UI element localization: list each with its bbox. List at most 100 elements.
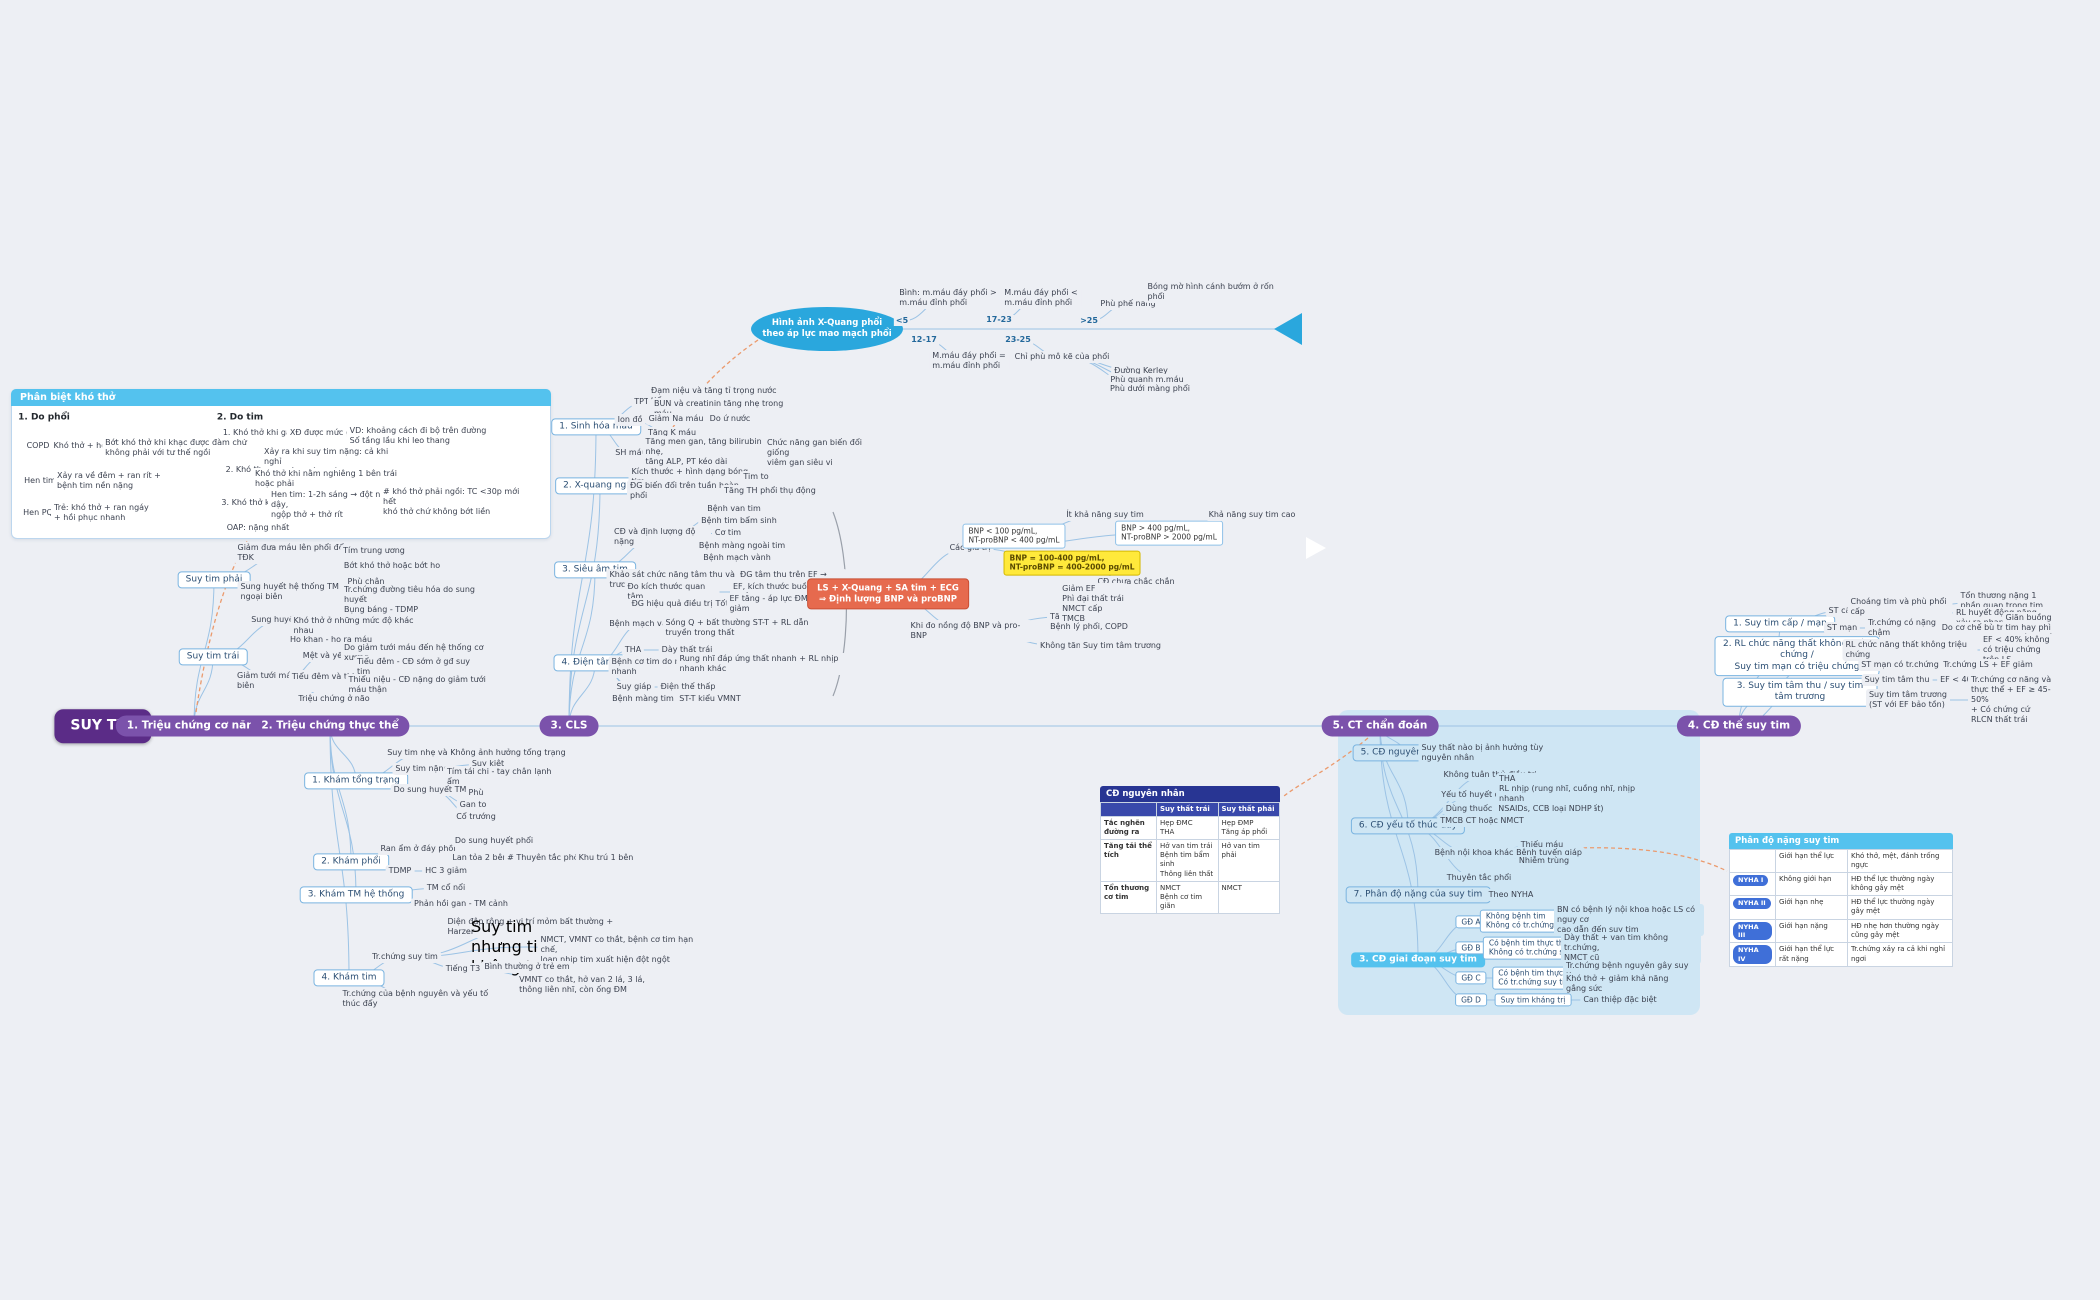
s2-cold[interactable]: Tím tái chi - tay chân lạnh ẩm (444, 766, 564, 788)
stage-a[interactable]: GĐ A (1455, 915, 1487, 929)
t-asympt-def[interactable]: RL chức năng thất không triệu chứng (1842, 639, 1978, 661)
c-cad-echo[interactable]: Bệnh mạch vành (700, 552, 774, 564)
s2-tdmp[interactable]: TDMP (385, 865, 415, 877)
c-st-vmnt[interactable]: ST-T kiểu VMNT (676, 693, 744, 705)
c-iondo[interactable]: Ion đồ (614, 414, 646, 426)
s2-bilateral[interactable]: Lan tỏa 2 bên (449, 852, 511, 864)
stage-c-note2[interactable]: Khó thở + giảm khả năng gắng sức (1563, 973, 1693, 995)
c-hepatitis-like[interactable]: Chức năng gan biến đổi giống viêm gan si… (764, 437, 884, 469)
bnp-measure[interactable]: Khi đo nồng độ BNP và pro-BNP (907, 620, 1033, 642)
s2-veins[interactable]: 3. Khám TM hệ thống (299, 886, 413, 904)
s2-ganto[interactable]: Gan to (456, 799, 490, 811)
fx-equal[interactable]: M.máu đáy phổi = m.máu đỉnh phổi (929, 350, 1009, 372)
c-low-voltage[interactable]: Điện thế thấp (657, 681, 719, 693)
t-compensation[interactable]: Do cơ chế bù trừ (1938, 622, 2012, 634)
bnp-high-result[interactable]: Khả năng suy tim cao (1205, 509, 1299, 521)
t-acute-chronic[interactable]: 1. Suy tim cấp / mạn (1725, 615, 1835, 633)
s2-hjr[interactable]: Phản hồi gan - TM cảnh (411, 898, 511, 910)
s2-severe[interactable]: Suy tim nặng (392, 763, 452, 775)
bnp-mid[interactable]: BNP = 100-400 pg/mL, NT-proBNP = 400-200… (1003, 550, 1141, 576)
db-oap[interactable]: OAP: nặng nhất (223, 522, 293, 534)
fish[interactable]: Hình ảnh X-Quang phổi theo áp lực mao mạ… (751, 307, 903, 351)
s2-heart[interactable]: 4. Khám tim (313, 969, 385, 987)
stage-b-note[interactable]: Dày thất + van tim không tr.chứng, NMCT … (1561, 932, 1701, 964)
fx-interstitial[interactable]: Chỉ phù mô kẽ của phổi (1011, 351, 1113, 363)
bnp-increase-pulm[interactable]: Bệnh lý phổi, COPD (1047, 621, 1131, 633)
c-hypona[interactable]: Giảm Na máu (645, 413, 707, 425)
fx-butterfly[interactable]: Bóng mờ hình cánh bướm ở rốn phổi (1144, 281, 1280, 303)
s2-rales[interactable]: Ran ẩm ở đáy phổi (377, 843, 459, 855)
m3[interactable]: 3. CLS (539, 715, 599, 737)
db-asthma-note[interactable]: Trẻ: khó thở + ran ngáy + hồi phục nhanh (51, 502, 161, 524)
s1-fatigue[interactable]: Mệt và yếu (299, 650, 351, 662)
s2-phu[interactable]: Phù (465, 787, 487, 799)
db-copd[interactable]: COPD (23, 440, 53, 452)
stage-d-def[interactable]: Suy tim kháng trị (1494, 993, 1572, 1007)
bnp-no-increase[interactable]: Không tăng (1036, 640, 1090, 652)
s1-left[interactable]: Suy tim trái (178, 648, 248, 666)
s2-hc3giam[interactable]: HC 3 giảm (422, 865, 470, 877)
pf-drugs[interactable]: Dùng thuốc (1442, 803, 1496, 815)
c-pericarditis[interactable]: Bệnh màng tim (609, 693, 677, 705)
db-cardiac-asthma-note[interactable]: Xảy ra về đêm + ran rít + bệnh tim nền n… (54, 470, 174, 492)
s2-t3[interactable]: Tiếng T3 (442, 963, 484, 975)
s1-oliguria[interactable]: Thiểu niệu - CĐ nặng do giảm tưới máu th… (345, 674, 491, 696)
dx-stage[interactable]: 3. CĐ giai đoạn suy tim (1351, 952, 1485, 968)
db-pnd-vs[interactable]: # khó thở phải ngồi: TC <30p mới hết khó… (380, 486, 530, 518)
t-diastolic-def[interactable]: Tr.chứng cơ năng và thực thể + EF ≥ 45-5… (1968, 674, 2056, 726)
c-echo-dx[interactable]: CĐ và định lượng độ nặng (611, 526, 711, 548)
c-myocardium[interactable]: Cơ tim (711, 527, 745, 539)
t-chronic-slow[interactable]: Tr.chứng có nặng chậm (1865, 617, 1955, 639)
s2-not-enlarged-causes[interactable]: NMCT, VMNT co thắt, bệnh cơ tim hạn chế,… (537, 934, 703, 966)
s2-rales-cause[interactable]: Do sung huyết phổi (451, 835, 537, 847)
fx-alveolar[interactable]: Phù phế nang (1097, 298, 1159, 310)
t-sys-dia[interactable]: 3. Suy tim tâm thu / suy tim tâm trương (1722, 677, 1878, 707)
s2-cotruong[interactable]: Cổ trướng (453, 811, 499, 823)
c-cardiomegaly[interactable]: Tim to (740, 471, 772, 483)
dx-severity[interactable]: 7. Phân độ nặng của suy tim (1345, 886, 1491, 904)
m5[interactable]: 5. CT chẩn đoán (1321, 715, 1439, 737)
s2-lungs[interactable]: 2. Khám phổi (313, 853, 389, 871)
s2-general[interactable]: 1. Khám tổng trạng (304, 772, 408, 790)
s1-nocturia[interactable]: Tiểu đêm - CĐ sớm ở gđ suy tim (354, 656, 474, 678)
c-liver-enzymes[interactable]: Tăng men gan, tăng bilirubin nhẹ, tăng A… (642, 436, 778, 468)
c-valve[interactable]: Bệnh van tim (704, 503, 764, 515)
stage-a-note[interactable]: BN có bệnh lý nội khoa hoặc LS có nguy c… (1554, 904, 1704, 936)
t-diastolic[interactable]: Suy tim tâm trương (ST với EF bảo tồn) (1865, 689, 1951, 711)
c-pericardium[interactable]: Bệnh màng ngoài tim (695, 540, 789, 552)
t-shock[interactable]: Choáng tim và phù phổi cấp (1847, 596, 1953, 618)
s2-pe[interactable]: # Thuyên tắc phổi (504, 852, 584, 864)
pf-ischemia[interactable]: TMCB CT hoặc NMCT (1437, 815, 1527, 827)
m4[interactable]: 4. CĐ thể suy tim (1676, 715, 1802, 737)
s2-mild-note[interactable]: Không ảnh hưởng tổng trạng (447, 747, 569, 759)
s2-venous[interactable]: Do sung huyết TM (390, 784, 470, 796)
pf-drugs-items[interactable]: NSAIDs, CCB loại NDHP (1495, 803, 1595, 815)
c-shmau[interactable]: SH máu (612, 447, 650, 459)
c-measure[interactable]: Đo kích thước quan tâm (624, 581, 720, 603)
m1[interactable]: 1. Triệu chứng cơ năng (115, 715, 273, 737)
c-afib[interactable]: Rung nhĩ đáp ứng thất nhanh + RL nhịp nh… (676, 653, 852, 675)
c-congenital[interactable]: Bệnh tim bẩm sinh (698, 515, 780, 527)
t-sympt-def[interactable]: ST mạn có tr.chứng (1858, 659, 1942, 671)
s1-congestion[interactable]: Sung huyết hệ thống TM ngoại biên (237, 581, 363, 603)
t-sympt-ef[interactable]: Tr.chứng LS + EF giảm (1940, 659, 2036, 671)
c-passive[interactable]: Tăng TH phổi thụ động (721, 485, 819, 497)
s1-ascites[interactable]: Bụng báng - TDMP (340, 604, 422, 616)
fx-normal[interactable]: Bình: m.máu đáy phổi > m.máu đỉnh phổi (896, 287, 1000, 309)
c-treatment[interactable]: ĐG hiệu quả điều trị (628, 598, 716, 610)
m2[interactable]: 2. Triệu chứng thực thể (250, 715, 410, 737)
pf-infection[interactable]: Nhiễm trùng (1515, 855, 1573, 867)
fx-subpleural[interactable]: Phù dưới màng phổi (1107, 383, 1193, 395)
c-hta[interactable]: THA (621, 644, 645, 656)
bnp-low-result[interactable]: Ít khả năng suy tim (1063, 509, 1147, 521)
db-cardiac-asthma[interactable]: Hen tim (21, 475, 59, 487)
s1-right[interactable]: Suy tim phải (177, 571, 251, 589)
bnp-increase-cardiac[interactable]: Giảm EF Phì đại thất trái NMCT cấp TMCB (1059, 583, 1127, 625)
s2-apex[interactable]: Diện đập rộng + vị trí mỏm bất thường + … (444, 916, 620, 938)
c-q-waves[interactable]: Sóng Q + bất thường ST-T + RL dẫn truyền… (662, 617, 838, 639)
t-systolic[interactable]: Suy tim tâm thu (1861, 674, 1933, 686)
s2-hf-signs[interactable]: Tr.chứng suy tim (369, 951, 441, 963)
s1-dyspnea-levels[interactable]: Khó thở ở những mức độ khác nhau (290, 615, 426, 637)
db-exertion-ex[interactable]: VD: khoảng cách đi bộ trên đường Số tầng… (346, 425, 490, 447)
